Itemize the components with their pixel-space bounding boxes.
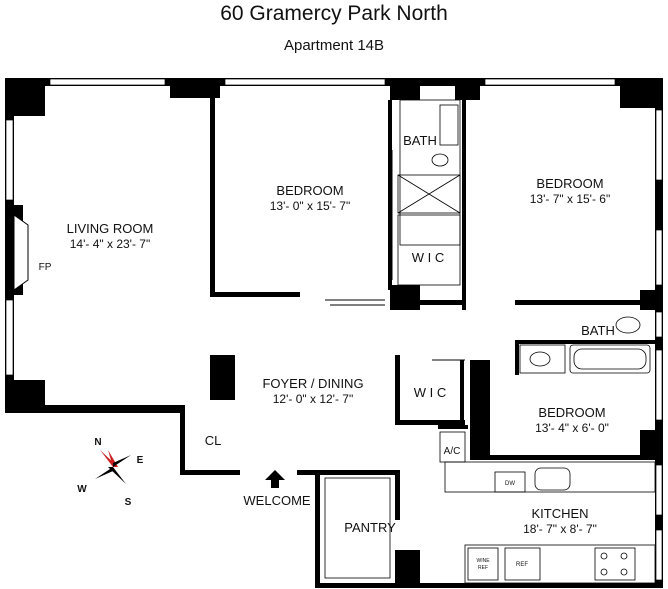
- living-room-label: LIVING ROOM: [67, 221, 154, 236]
- bath-2-label: BATH: [581, 323, 615, 338]
- doors: [325, 150, 465, 361]
- windows: [5, 78, 663, 581]
- bedroom-3-dims: 13'- 4" x 6'- 0": [535, 421, 609, 435]
- kitchen-label: KITCHEN: [531, 506, 588, 521]
- compass-e: E: [137, 455, 144, 466]
- plan-title: 60 Gramercy Park North: [220, 2, 448, 25]
- dishwasher-label: DW: [505, 481, 515, 487]
- pantry-label: PANTRY: [344, 520, 396, 535]
- bath-1-label: BATH: [403, 133, 437, 148]
- ac-label: A/C: [444, 446, 461, 457]
- bedroom-1-label: BEDROOM: [276, 183, 343, 198]
- plan-subtitle: Apartment 14B: [283, 37, 385, 54]
- bedroom-2-dims: 13'- 7" x 15'- 6": [530, 192, 610, 206]
- closet-label: CL: [205, 433, 222, 448]
- fireplace-label: FP: [39, 262, 52, 273]
- bath-1-fixtures: [397, 99, 461, 286]
- welcome-label: WELCOME: [243, 493, 311, 508]
- wic-2-label: W I C: [414, 385, 447, 400]
- bedroom-2-label: BEDROOM: [536, 176, 603, 191]
- compass-n: N: [94, 437, 101, 448]
- wine-ref-label-line1: WINE: [476, 558, 490, 564]
- compass-w: W: [77, 484, 87, 495]
- bedroom-3-label: BEDROOM: [538, 405, 605, 420]
- compass-rose: N E S W: [77, 437, 143, 508]
- fireplace-shape: [13, 214, 29, 291]
- wic-1-label: W I C: [412, 250, 445, 265]
- living-room-dims: 14'- 4" x 23'- 7": [70, 237, 150, 251]
- wine-ref-label-line2: REF: [478, 565, 488, 571]
- foyer-label: FOYER / DINING: [262, 376, 363, 391]
- kitchen-dims: 18'- 7" x 8'- 7": [523, 522, 597, 536]
- foyer-dims: 12'- 0" x 12'- 7": [273, 392, 353, 406]
- refrigerator-label: REF: [516, 562, 528, 568]
- compass-s: S: [125, 497, 132, 508]
- bath-2-fixtures: [519, 316, 651, 374]
- arrow-up-icon: [265, 470, 285, 488]
- kitchen-fixtures: [324, 431, 656, 584]
- bedroom-1-dims: 13'- 0" x 15'- 7": [270, 199, 350, 213]
